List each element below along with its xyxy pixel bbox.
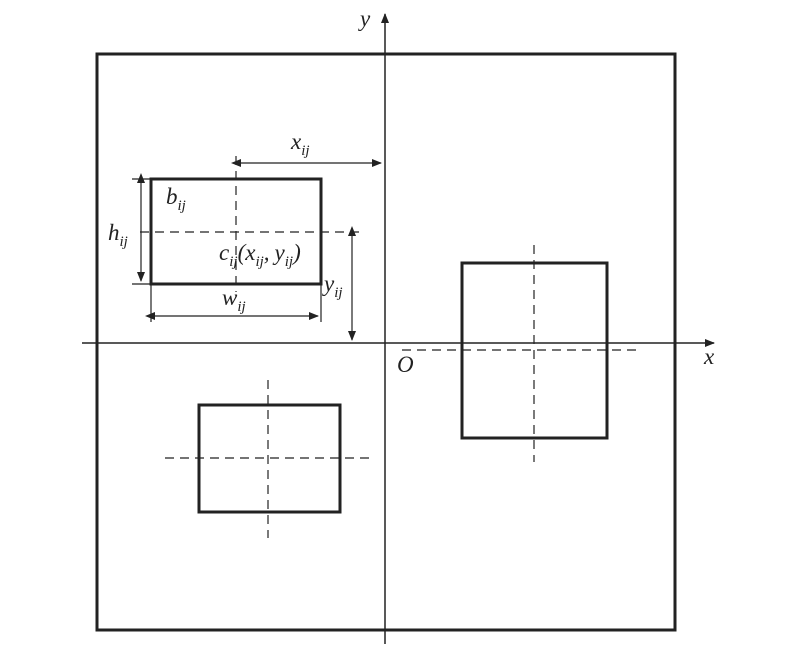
rectangle-b-ij-label: bij: [166, 184, 186, 214]
y-axis-label: y: [358, 6, 371, 31]
origin-label: O: [397, 352, 414, 377]
center-c-ij-label: cij(xij,yij): [219, 240, 301, 270]
h-ij-label: hij: [108, 220, 128, 250]
w-ij-label: wij: [222, 285, 246, 315]
outer-boundary: [95, 52, 677, 632]
y-ij-label: yij: [322, 271, 343, 301]
x-axis-label: x: [703, 344, 715, 369]
x-ij-label: xij: [290, 129, 310, 159]
